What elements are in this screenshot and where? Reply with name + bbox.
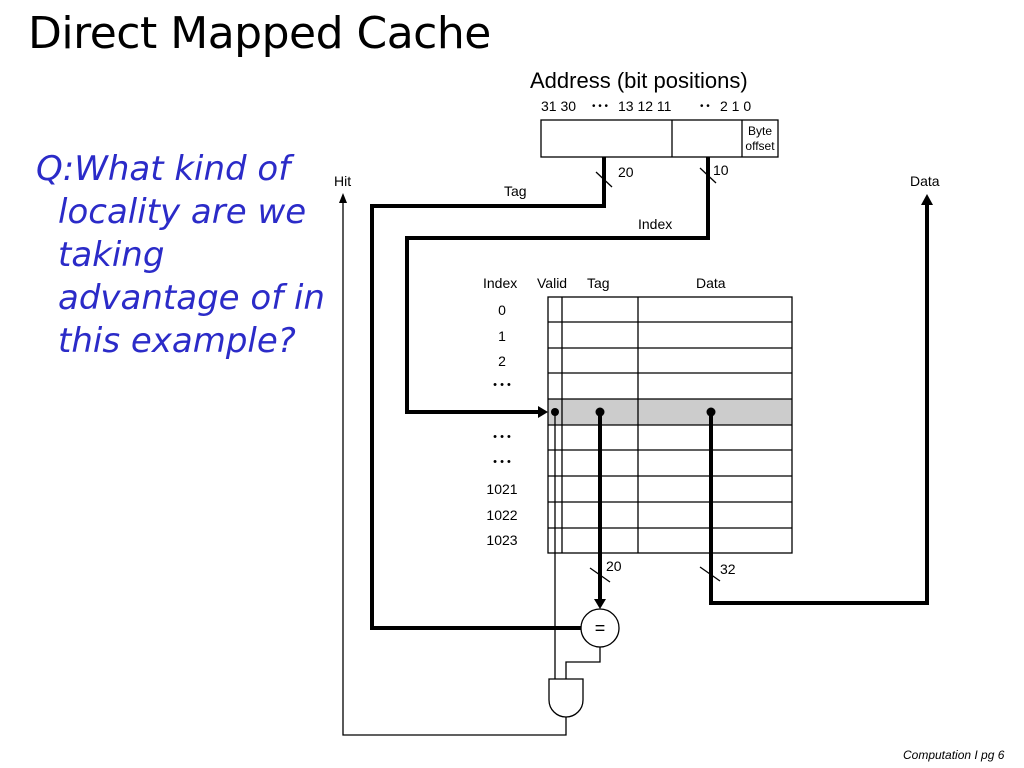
cache-header-data: Data — [696, 275, 726, 291]
index-arrowhead — [538, 406, 548, 418]
row-label: • • • — [493, 379, 511, 391]
cache-header-index: Index — [483, 275, 517, 291]
hit-wire — [342, 200, 567, 736]
hit-arrowhead — [339, 193, 347, 203]
data-output-label: Data — [910, 173, 940, 189]
footer-page-label: Computation I pg 6 — [903, 748, 1005, 762]
address-register — [540, 119, 779, 158]
data-arrowhead — [921, 194, 933, 205]
row-label: 1 — [498, 328, 506, 344]
row-label: 1022 — [486, 507, 517, 523]
hit-label: Hit — [334, 173, 351, 189]
index-bus-width-mark — [699, 167, 717, 184]
comparator-symbol: = — [595, 618, 606, 638]
data-width-mark — [699, 566, 721, 582]
tag-compare-width-mark — [589, 567, 611, 583]
question-text: Q:What kind of locality are we taking ad… — [36, 149, 325, 361]
address-bits-right: 2 1 0 — [720, 98, 751, 114]
index-bus-label: Index — [638, 216, 672, 232]
tag-bus-width-mark — [595, 171, 613, 188]
byte-offset-label-2: offset — [745, 139, 775, 153]
compare-result-wire — [565, 647, 601, 680]
address-bits-dots-2: • • — [700, 101, 710, 112]
cache-row-labels: 0 1 2 • • • • • • • • • 1021 1022 1023 — [486, 302, 517, 548]
tag-compare-width: 20 — [606, 558, 622, 574]
tag-bus — [370, 157, 606, 630]
cache-header-valid: Valid — [537, 275, 567, 291]
row-label: 1021 — [486, 481, 517, 497]
tag-compare-arrowhead — [594, 599, 606, 609]
index-bus — [405, 157, 710, 414]
tag-bus-label: Tag — [504, 183, 527, 199]
data-bus-width: 32 — [720, 561, 736, 577]
index-bus-width: 10 — [713, 162, 729, 178]
address-bits-dots-1: • • • — [592, 101, 609, 112]
selected-cache-row — [548, 399, 792, 425]
data-bus — [709, 204, 929, 605]
byte-offset-label-1: Byte — [748, 124, 772, 138]
tag-bus-width: 20 — [618, 164, 634, 180]
address-label: Address (bit positions) — [530, 68, 748, 93]
address-bits-mid: 13 12 11 — [618, 98, 672, 114]
slide-title: Direct Mapped Cache — [28, 8, 491, 59]
row-label: 0 — [498, 302, 506, 318]
and-gate — [548, 678, 584, 718]
row-label: • • • — [493, 456, 511, 468]
cache-header-tag: Tag — [587, 275, 610, 291]
address-bits-left: 31 30 — [541, 98, 576, 114]
row-label: 1023 — [486, 532, 517, 548]
row-label: • • • — [493, 431, 511, 443]
cache-row-lines — [548, 321, 792, 529]
row-label: 2 — [498, 353, 506, 369]
